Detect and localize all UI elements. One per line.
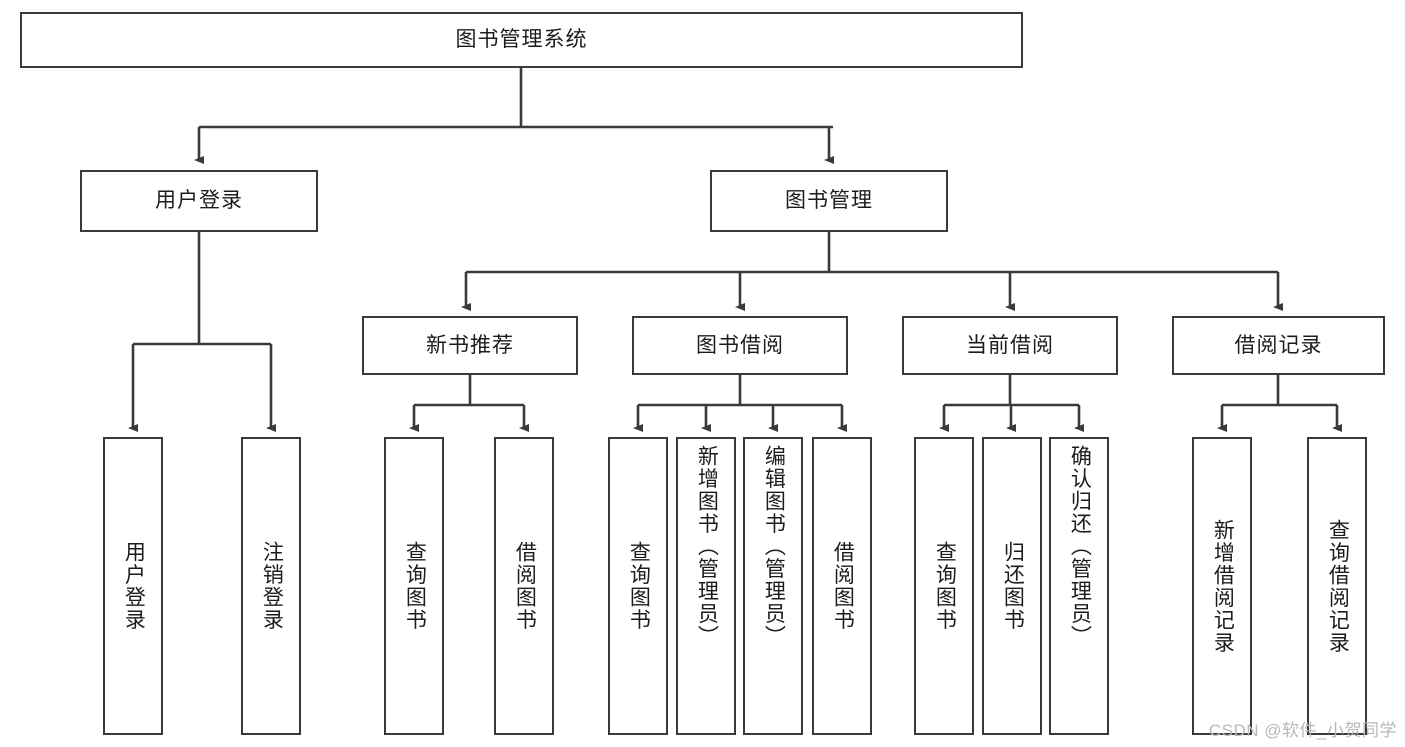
node-leaf-query-book-2[interactable]: 查询图书 <box>608 437 668 735</box>
node-leaf-borrow-book-2[interactable]: 借阅图书 <box>812 437 872 735</box>
node-current-borrow-label: 当前借阅 <box>966 333 1054 357</box>
node-leaf-logout-login-label: 注销登录 <box>260 541 284 631</box>
node-leaf-query-book-3[interactable]: 查询图书 <box>914 437 974 735</box>
node-leaf-add-book[interactable]: 新增图书（管理员） <box>676 437 736 735</box>
node-user-login-label: 用户登录 <box>155 189 243 213</box>
node-leaf-edit-book-label: 编辑图书（管理员） <box>762 445 786 648</box>
node-leaf-confirm-return-label: 确认归还（管理员） <box>1068 445 1092 648</box>
node-user-login[interactable]: 用户登录 <box>80 170 318 232</box>
node-leaf-edit-book[interactable]: 编辑图书（管理员） <box>743 437 803 735</box>
node-leaf-query-book-2-label: 查询图书 <box>627 541 651 631</box>
watermark: CSDN @软件_小贺同学 <box>1208 721 1397 740</box>
node-borrow-record[interactable]: 借阅记录 <box>1172 316 1385 375</box>
node-book-borrow-label: 图书借阅 <box>696 333 784 357</box>
node-book-borrow[interactable]: 图书借阅 <box>632 316 848 375</box>
node-leaf-logout-login[interactable]: 注销登录 <box>241 437 301 735</box>
node-leaf-user-login[interactable]: 用户登录 <box>103 437 163 735</box>
node-leaf-query-book-3-label: 查询图书 <box>933 541 957 631</box>
node-leaf-query-record-label: 查询借阅记录 <box>1326 518 1350 654</box>
node-root[interactable]: 图书管理系统 <box>20 12 1023 68</box>
node-leaf-borrow-book-1-label: 借阅图书 <box>513 541 537 631</box>
node-leaf-return-book-label: 归还图书 <box>1001 541 1025 631</box>
node-book-manage[interactable]: 图书管理 <box>710 170 948 232</box>
node-new-book-recommend[interactable]: 新书推荐 <box>362 316 578 375</box>
node-leaf-borrow-book-2-label: 借阅图书 <box>831 541 855 631</box>
node-new-book-recommend-label: 新书推荐 <box>426 333 514 357</box>
node-leaf-query-book-1[interactable]: 查询图书 <box>384 437 444 735</box>
node-leaf-query-book-1-label: 查询图书 <box>403 541 427 631</box>
node-book-manage-label: 图书管理 <box>785 189 873 213</box>
node-borrow-record-label: 借阅记录 <box>1234 333 1323 357</box>
node-leaf-add-book-label: 新增图书（管理员） <box>695 445 719 648</box>
node-leaf-user-login-label: 用户登录 <box>122 541 146 631</box>
node-leaf-add-record[interactable]: 新增借阅记录 <box>1192 437 1252 735</box>
node-leaf-return-book[interactable]: 归还图书 <box>982 437 1042 735</box>
node-leaf-borrow-book-1[interactable]: 借阅图书 <box>494 437 554 735</box>
node-current-borrow[interactable]: 当前借阅 <box>902 316 1118 375</box>
node-leaf-confirm-return[interactable]: 确认归还（管理员） <box>1049 437 1109 735</box>
node-leaf-query-record[interactable]: 查询借阅记录 <box>1307 437 1367 735</box>
node-leaf-add-record-label: 新增借阅记录 <box>1211 518 1235 654</box>
node-root-label: 图书管理系统 <box>455 28 588 52</box>
